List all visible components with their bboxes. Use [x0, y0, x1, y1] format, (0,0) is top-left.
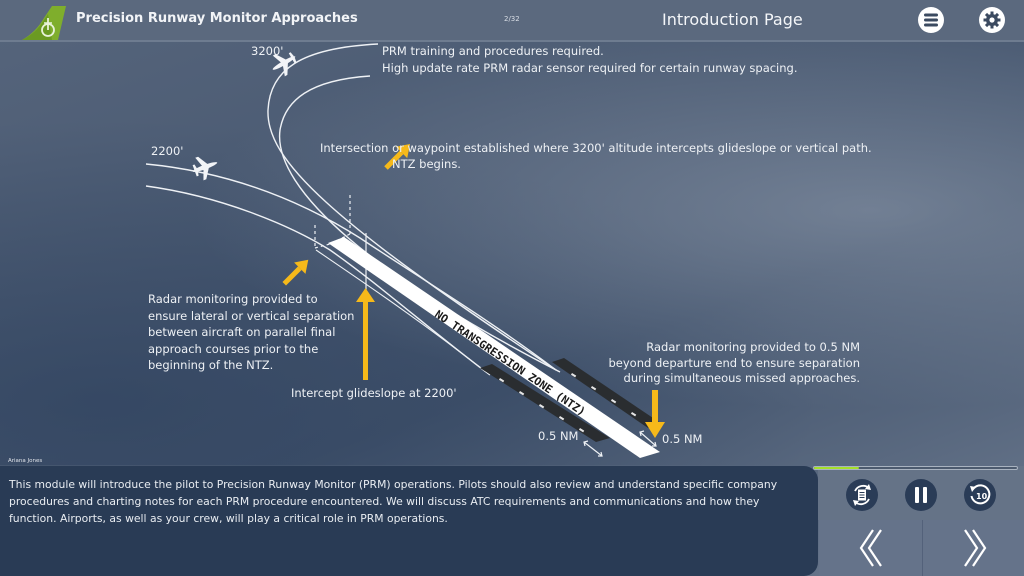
arrow-ntz-begins: [384, 143, 411, 170]
chevron-double-left-icon: [859, 529, 882, 567]
note-ntz-begins: NTZ begins.: [392, 157, 461, 171]
chevron-double-right-icon: [963, 529, 986, 567]
note-radar-sensor: High update rate PRM radar sensor requir…: [382, 61, 798, 75]
replay-10-button[interactable]: 10: [964, 479, 996, 511]
gear-icon: [983, 11, 1001, 29]
top-bar: Precision Runway Monitor Approaches 2/32…: [0, 0, 1024, 42]
altitude-2200-label: 2200': [151, 144, 184, 158]
approach-path-2200-lower: [145, 185, 491, 376]
pause-icon: [915, 487, 927, 503]
approach-path-2200-upper: [145, 163, 557, 371]
page-counter: 2/32: [504, 15, 520, 23]
transcript-toggle-icon: [853, 484, 871, 506]
arrow-intercept-glideslope: [356, 288, 375, 380]
approach-path-3200-outer: [267, 43, 557, 371]
note-prm-training: PRM training and procedures required.: [382, 44, 604, 58]
altitude-3200-label: 3200': [251, 44, 284, 58]
hamburger-menu-icon: [924, 13, 938, 27]
transcript-panel: This module will introduce the pilot to …: [0, 466, 818, 576]
note-departure-radar: Radar monitoring provided to 0.5 NM beyo…: [608, 340, 860, 385]
ntz-zone: [328, 237, 660, 458]
note-intercept-glideslope: Intercept glideslope at 2200': [291, 386, 457, 400]
background: [0, 40, 1024, 465]
progress-fill: [814, 467, 859, 469]
progress-bar[interactable]: [813, 466, 1018, 470]
distance-right-label: 0.5 NM: [662, 432, 703, 446]
airplane-2200-icon: [192, 156, 218, 181]
pause-button[interactable]: [905, 479, 937, 511]
transcript-toggle-button[interactable]: [846, 479, 878, 511]
next-page-button[interactable]: [922, 520, 1024, 576]
replay-10-icon: 10: [970, 484, 991, 505]
arrow-radar-monitoring: [282, 259, 309, 286]
distance-left-label: 0.5 NM: [538, 429, 579, 443]
svg-text:10: 10: [976, 492, 988, 501]
airplane-3200-icon: [272, 52, 297, 77]
app-title: Precision Runway Monitor Approaches: [76, 11, 358, 26]
settings-button[interactable]: [979, 7, 1005, 33]
narrator-name: Ariana Jones: [8, 458, 43, 464]
previous-page-button[interactable]: [819, 520, 922, 576]
prm-diagram: NO TRANSGRESSION ZONE (NTZ): [145, 43, 665, 458]
transcript-text: This module will introduce the pilot to …: [9, 478, 778, 525]
note-radar-monitoring: Radar monitoring provided to ensure late…: [148, 292, 355, 372]
runway-right: [552, 358, 662, 428]
menu-button[interactable]: [918, 7, 944, 33]
arrow-departure-end: [645, 390, 665, 438]
runway-left: [480, 364, 610, 442]
note-intersection: Intersection or waypoint established whe…: [320, 141, 872, 155]
page-title: Introduction Page: [662, 10, 803, 29]
logo-icon: [22, 6, 66, 40]
